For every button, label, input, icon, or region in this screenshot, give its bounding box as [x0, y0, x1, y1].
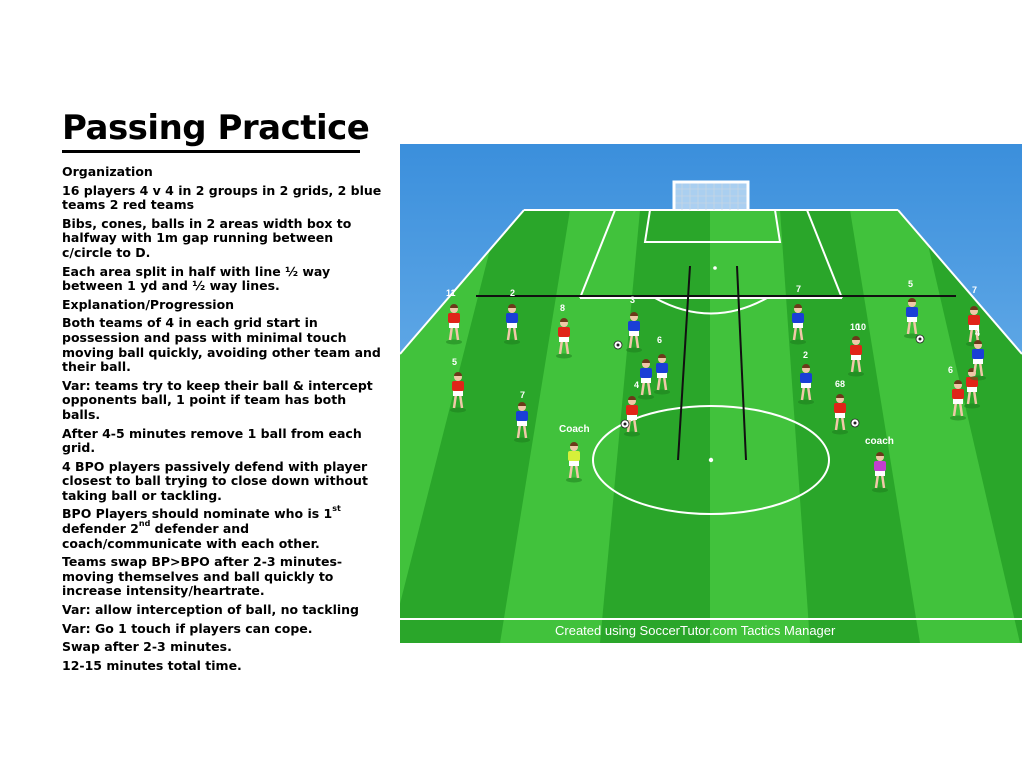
blue-player: [904, 298, 920, 339]
centre-circle: [592, 405, 830, 515]
coach-left: [566, 442, 582, 483]
player-number-label: 8: [560, 303, 565, 313]
red-player: [556, 318, 572, 359]
penalty-box-left: [579, 209, 616, 299]
blue-player: [626, 312, 642, 353]
explanation-line: Var: allow interception of ball, no tack…: [62, 602, 359, 618]
player-number-label: coach: [865, 436, 894, 447]
explanation-line: Both teams of 4 in each grid start in po…: [62, 315, 381, 375]
penalty-spot: [713, 266, 717, 270]
blue-player: [638, 359, 654, 400]
player-number-label: 5: [908, 279, 913, 289]
text-part: defender and coach/communicate with each…: [62, 521, 320, 551]
player-number-label: Coach: [559, 424, 590, 435]
blue-player: [798, 364, 814, 405]
explanation-line: Var: Go 1 touch if players can cope.: [62, 620, 313, 636]
player-number-label: 7: [972, 285, 977, 295]
superscript: st: [332, 504, 341, 514]
football: [620, 419, 630, 429]
red-player: [950, 380, 966, 421]
player-number-label: 7: [796, 284, 801, 294]
explanation-line: 12-15 minutes total time.: [62, 657, 242, 673]
right-touchline: [897, 209, 1022, 355]
player-number-label: 6: [835, 379, 840, 389]
player-number-label: 6: [948, 365, 953, 375]
session-notes: Organization 16 players 4 v 4 in 2 group…: [62, 164, 384, 677]
player-number-label: 3: [630, 295, 635, 305]
football: [613, 340, 623, 350]
organization-line: Bibs, cones, balls in 2 areas width box …: [62, 215, 352, 260]
football: [915, 334, 925, 344]
player-number-label: 10: [850, 322, 860, 332]
blue-player: [654, 354, 670, 395]
explanation-line: After 4-5 minutes remove 1 ball from eac…: [62, 425, 362, 456]
player-number-label: 10: [856, 322, 866, 332]
organization-heading: Organization: [62, 164, 153, 179]
player-number-label: 2: [803, 350, 808, 360]
superscript: nd: [138, 519, 151, 529]
penalty-box-right: [806, 209, 843, 299]
grid-lines: [476, 265, 956, 461]
player-number-label: 4: [975, 328, 980, 338]
diagram-credit: Created using SoccerTutor.com Tactics Ma…: [555, 623, 836, 638]
blue-player: [970, 340, 986, 381]
player-number-label: 8: [840, 379, 845, 389]
goal-frame: [672, 180, 750, 210]
explanation-line: Teams swap BP>BPO after 2-3 minutes- mov…: [62, 554, 343, 599]
player-number-label: 7: [520, 390, 525, 400]
grid-boundary-right: [736, 265, 747, 461]
goal: [672, 180, 750, 210]
centre-spot: [708, 457, 714, 463]
explanation-heading: Explanation/Progression: [62, 296, 235, 312]
organization-line: Each area split in half with line ½ way …: [62, 263, 331, 294]
explanation-line: Swap after 2-3 minutes.: [62, 639, 232, 655]
penalty-arc: [654, 297, 768, 315]
football: [850, 418, 860, 428]
explanation-line: BPO Players should nominate who is 1st d…: [62, 504, 384, 551]
blue-player: [514, 402, 530, 443]
player-number-label: 4: [634, 380, 639, 390]
player-number-label: 2: [510, 288, 515, 298]
page-title: Passing Practice: [62, 108, 370, 148]
red-player: [848, 336, 864, 377]
six-yard-box: [643, 209, 782, 243]
red-player: [446, 304, 462, 345]
blue-player: [790, 304, 806, 345]
player-number-label: 11: [446, 288, 456, 298]
goal-net-mesh: [674, 182, 748, 210]
blue-player: [504, 304, 520, 345]
text-part: BPO Players should nominate who is 1: [62, 506, 333, 522]
organization-line: 16 players 4 v 4 in 2 groups in 2 grids,…: [62, 182, 382, 213]
player-number-label: 6: [657, 335, 662, 345]
grid-boundary-left: [677, 265, 691, 461]
coach-right: [872, 452, 888, 493]
explanation-line: Var: teams try to keep their ball & inte…: [62, 377, 373, 422]
red-player: [624, 396, 640, 437]
title-underline: [62, 150, 360, 153]
player-number-label: 5: [452, 357, 457, 367]
red-player: [832, 394, 848, 435]
text-part: defender 2: [62, 521, 139, 537]
red-player: [450, 372, 466, 413]
left-touchline: [400, 209, 525, 355]
explanation-line: 4 BPO players passively defend with play…: [62, 458, 368, 503]
